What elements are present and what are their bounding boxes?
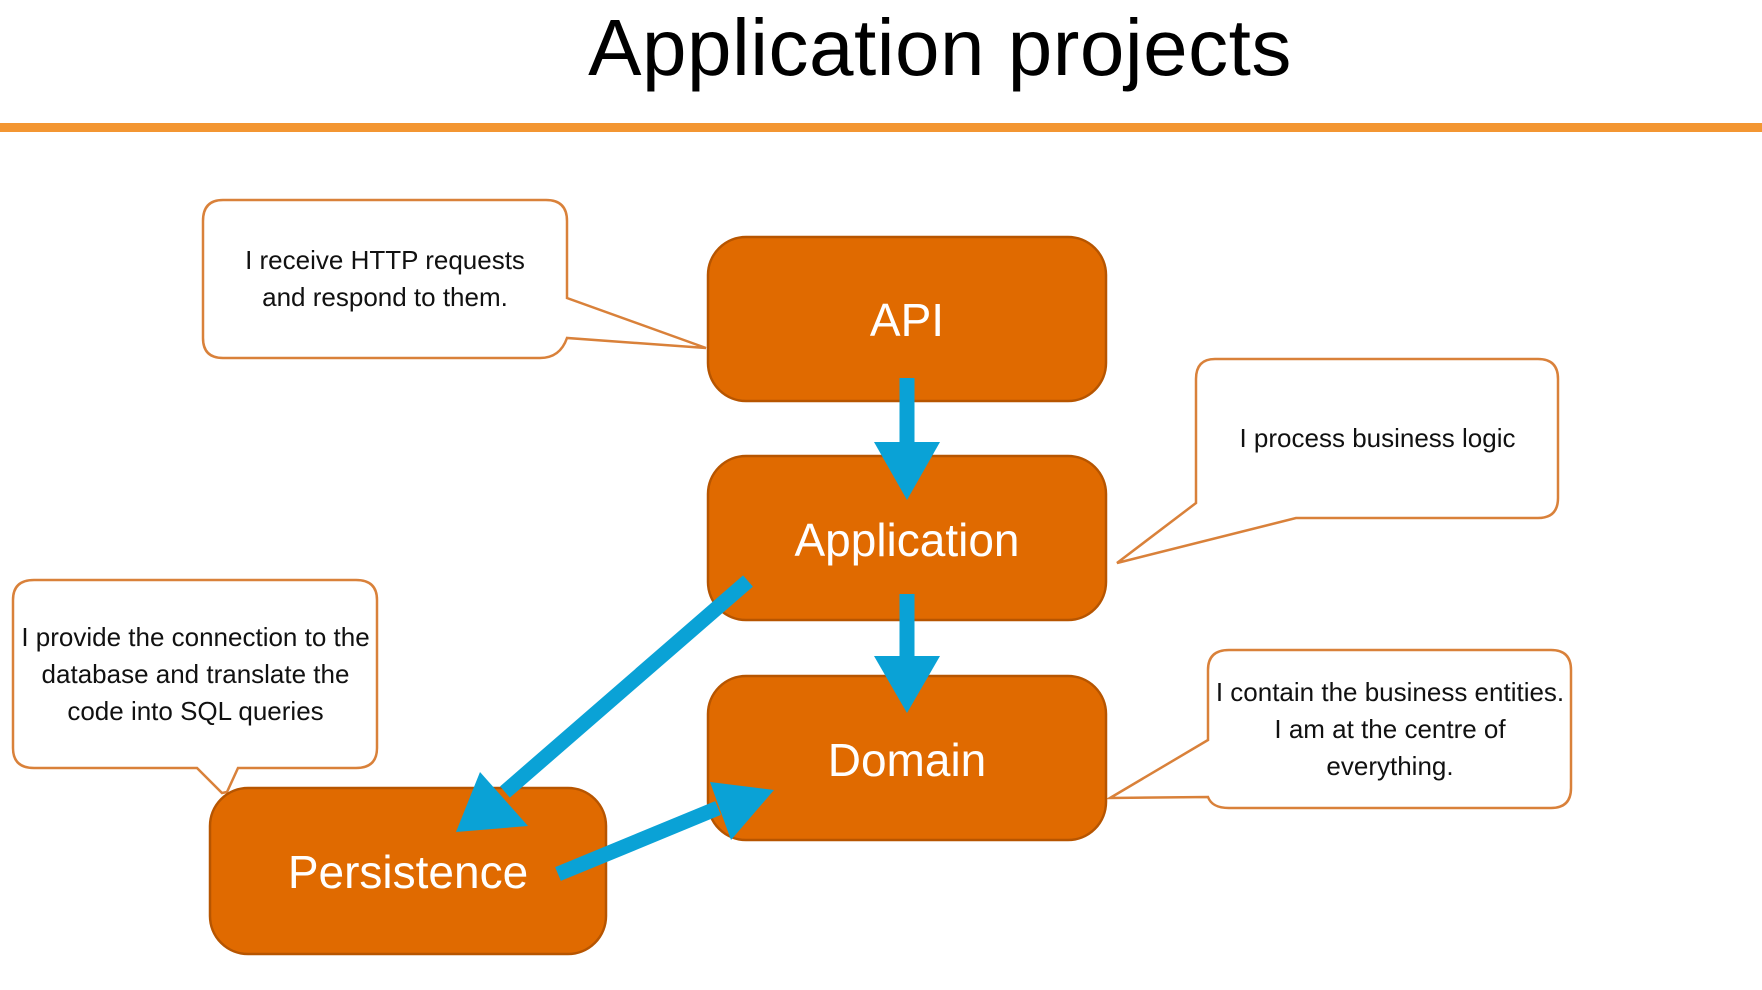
persistence-box bbox=[208, 786, 608, 956]
callout-persistence-bubble bbox=[11, 578, 379, 795]
callout-domain-bubble bbox=[1105, 648, 1573, 810]
arrow-application-to-persistence bbox=[456, 575, 753, 832]
page-title: Application projects bbox=[588, 3, 1292, 92]
api-box bbox=[706, 235, 1108, 403]
callout-application-bubble bbox=[1116, 357, 1560, 565]
arrow-application-to-domain bbox=[874, 594, 940, 713]
callout-api-bubble bbox=[201, 198, 707, 360]
title-divider bbox=[0, 123, 1762, 132]
arrow-api-to-application bbox=[874, 378, 940, 500]
arrow-persistence-to-domain bbox=[555, 782, 774, 881]
